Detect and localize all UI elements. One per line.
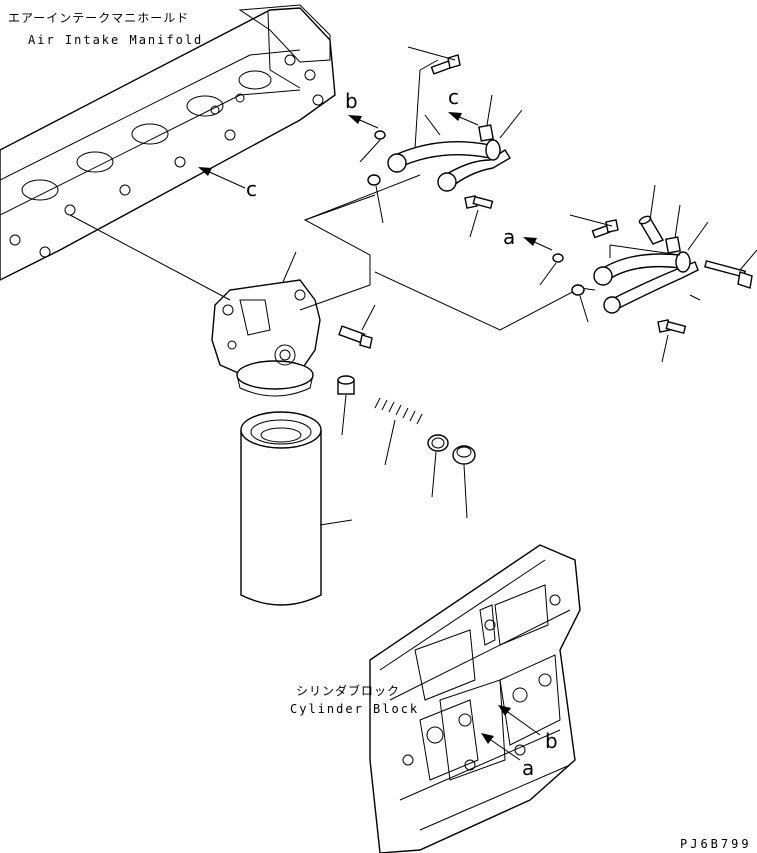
block-label-en: Cylinder Block	[290, 702, 419, 716]
arrow-c-top	[448, 112, 479, 126]
o-ring-upper	[367, 174, 381, 186]
cylinder-block	[369, 544, 581, 853]
manifold-label-jp: エアーインテークマニホールド	[8, 11, 189, 25]
upper-oil-tube	[387, 124, 511, 192]
gasket-ring	[427, 434, 449, 498]
relief-valve	[337, 375, 355, 436]
lower-tube-bolt	[657, 319, 687, 363]
drawing-code: PJ6B799	[680, 837, 752, 851]
filter-cartridge	[240, 411, 322, 606]
block-label-jp: シリンダブロック	[296, 683, 400, 698]
o-ring-a	[552, 253, 564, 263]
spring	[374, 397, 423, 425]
ref-a-top: a	[503, 225, 515, 249]
ref-b-top: b	[345, 89, 358, 113]
upper-tube-bolt	[464, 195, 494, 238]
ref-a-block: a	[522, 756, 534, 780]
plug	[452, 445, 476, 519]
ref-c-manifold: c	[246, 177, 257, 201]
filter-head	[211, 279, 321, 397]
air-intake-manifold	[0, 4, 336, 281]
arrow-c-manifold	[198, 167, 246, 189]
manifold-label-en: Air Intake Manifold	[28, 33, 203, 47]
ref-b-block: b	[545, 729, 558, 753]
arrow-a-block	[481, 733, 521, 761]
arrow-b-top	[348, 115, 379, 129]
arrow-b-block	[498, 705, 541, 736]
arrow-a-top	[523, 237, 553, 251]
upper-bolt	[407, 46, 461, 75]
ref-c-top: c	[448, 85, 459, 109]
o-ring-lower	[571, 284, 585, 296]
o-ring-b	[374, 130, 386, 140]
lower-oil-tube	[593, 236, 699, 314]
spacer-sleeve	[638, 184, 665, 245]
lower-right-bolt	[704, 249, 757, 289]
lower-left-bolt	[569, 214, 619, 239]
filter-head-bolt	[338, 304, 376, 349]
